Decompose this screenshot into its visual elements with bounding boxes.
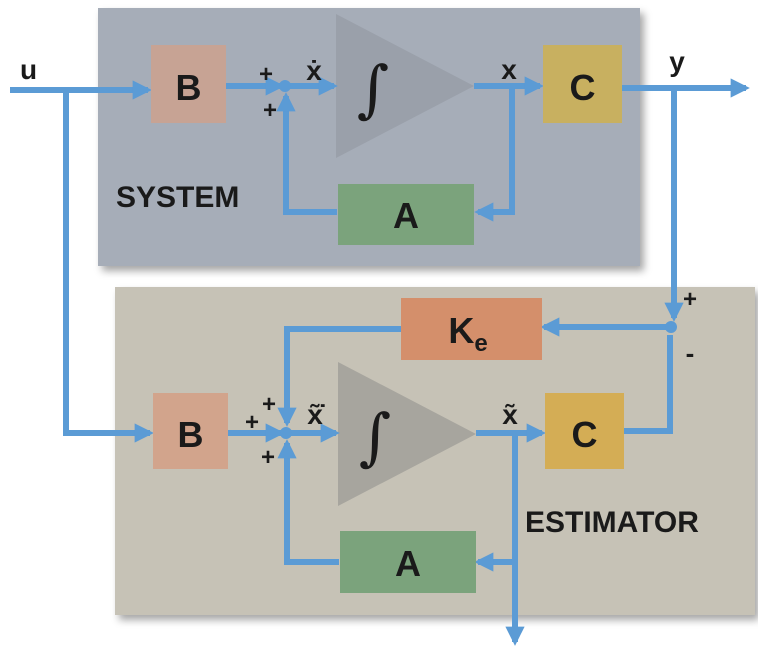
system-sum-sign-bottom: + xyxy=(263,97,277,124)
estimator-wires xyxy=(63,90,673,646)
estimator-block-c xyxy=(545,393,624,469)
system-integrator xyxy=(336,14,474,158)
signal-x-label: x xyxy=(501,54,517,85)
estimator-sum-sign-top: + xyxy=(262,391,276,418)
system-block-c-label: C xyxy=(570,67,596,108)
signal-xdot-label: ẋ xyxy=(306,55,322,86)
estimator-block-ke-label: Ke xyxy=(448,310,487,357)
system-block-b-label: B xyxy=(176,67,202,108)
estimator-block-ke xyxy=(401,298,542,360)
estimator-sum-sign-left: + xyxy=(245,409,259,436)
system-integrator-symbol: ∫ xyxy=(357,52,389,125)
system-block-c xyxy=(543,45,622,123)
error-sign-minus: - xyxy=(686,338,695,368)
estimator-sum-junction xyxy=(280,427,292,439)
system-sum-junction xyxy=(279,80,291,92)
estimator-integrator-symbol: ∫ xyxy=(359,400,391,473)
system-block-a-label: A xyxy=(393,195,419,236)
system-title: SYSTEM xyxy=(116,181,239,214)
estimator-block-c-label: C xyxy=(572,414,598,455)
ke-subscript: e xyxy=(474,330,487,357)
estimator-block-a-label: A xyxy=(395,543,421,584)
ke-main: K xyxy=(448,310,474,351)
estimator-block-a xyxy=(340,531,476,593)
estimator-title: ESTIMATOR xyxy=(525,506,699,539)
error-sum-junction xyxy=(665,321,677,333)
estimator-block-b-label: B xyxy=(178,414,204,455)
estimator-sum-sign-bottom: + xyxy=(261,444,275,471)
estimator-integrator xyxy=(338,362,476,506)
estimator-block-b xyxy=(153,393,228,469)
error-sign-plus: + xyxy=(683,286,697,313)
system-block-a xyxy=(338,184,474,245)
system-sum-sign-top: + xyxy=(259,61,273,88)
signal-u-label: u xyxy=(20,54,37,85)
signal-xtilde-dot-label: x̃̇ xyxy=(307,399,325,430)
system-block-b xyxy=(151,45,226,123)
system-wires xyxy=(10,76,750,322)
signal-xtilde-label: x̃ xyxy=(502,399,518,430)
signal-y-label: y xyxy=(669,46,685,77)
